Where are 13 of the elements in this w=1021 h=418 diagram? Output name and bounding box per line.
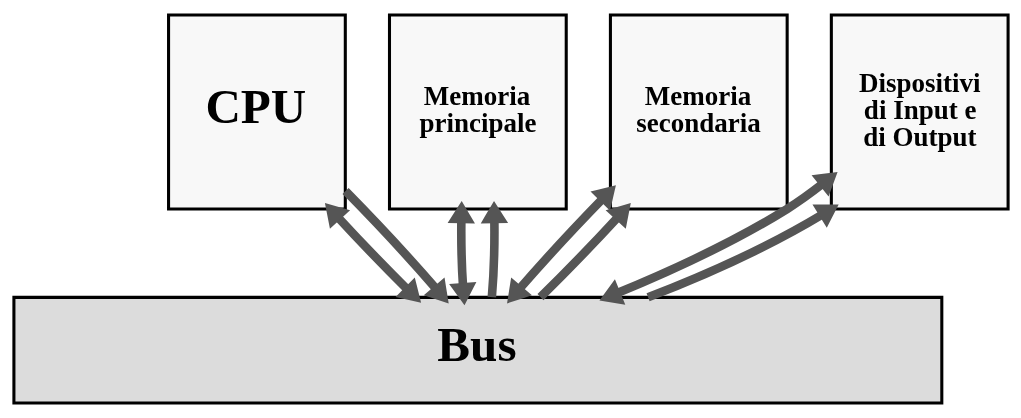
node-box: Bus [11, 295, 943, 405]
arrow [447, 200, 476, 306]
node-box: Memoria principale [387, 13, 568, 211]
node-box: Dispositivi di Input e di Output [829, 13, 1010, 211]
arrow [324, 203, 421, 303]
arrow [342, 188, 449, 304]
arrow [598, 171, 838, 305]
arrow [646, 204, 839, 302]
node-box: Memoria secondaria [608, 13, 789, 211]
node-box: CPU [166, 13, 347, 211]
arrow [480, 200, 508, 298]
arrow [536, 203, 631, 301]
arrow [506, 185, 616, 304]
